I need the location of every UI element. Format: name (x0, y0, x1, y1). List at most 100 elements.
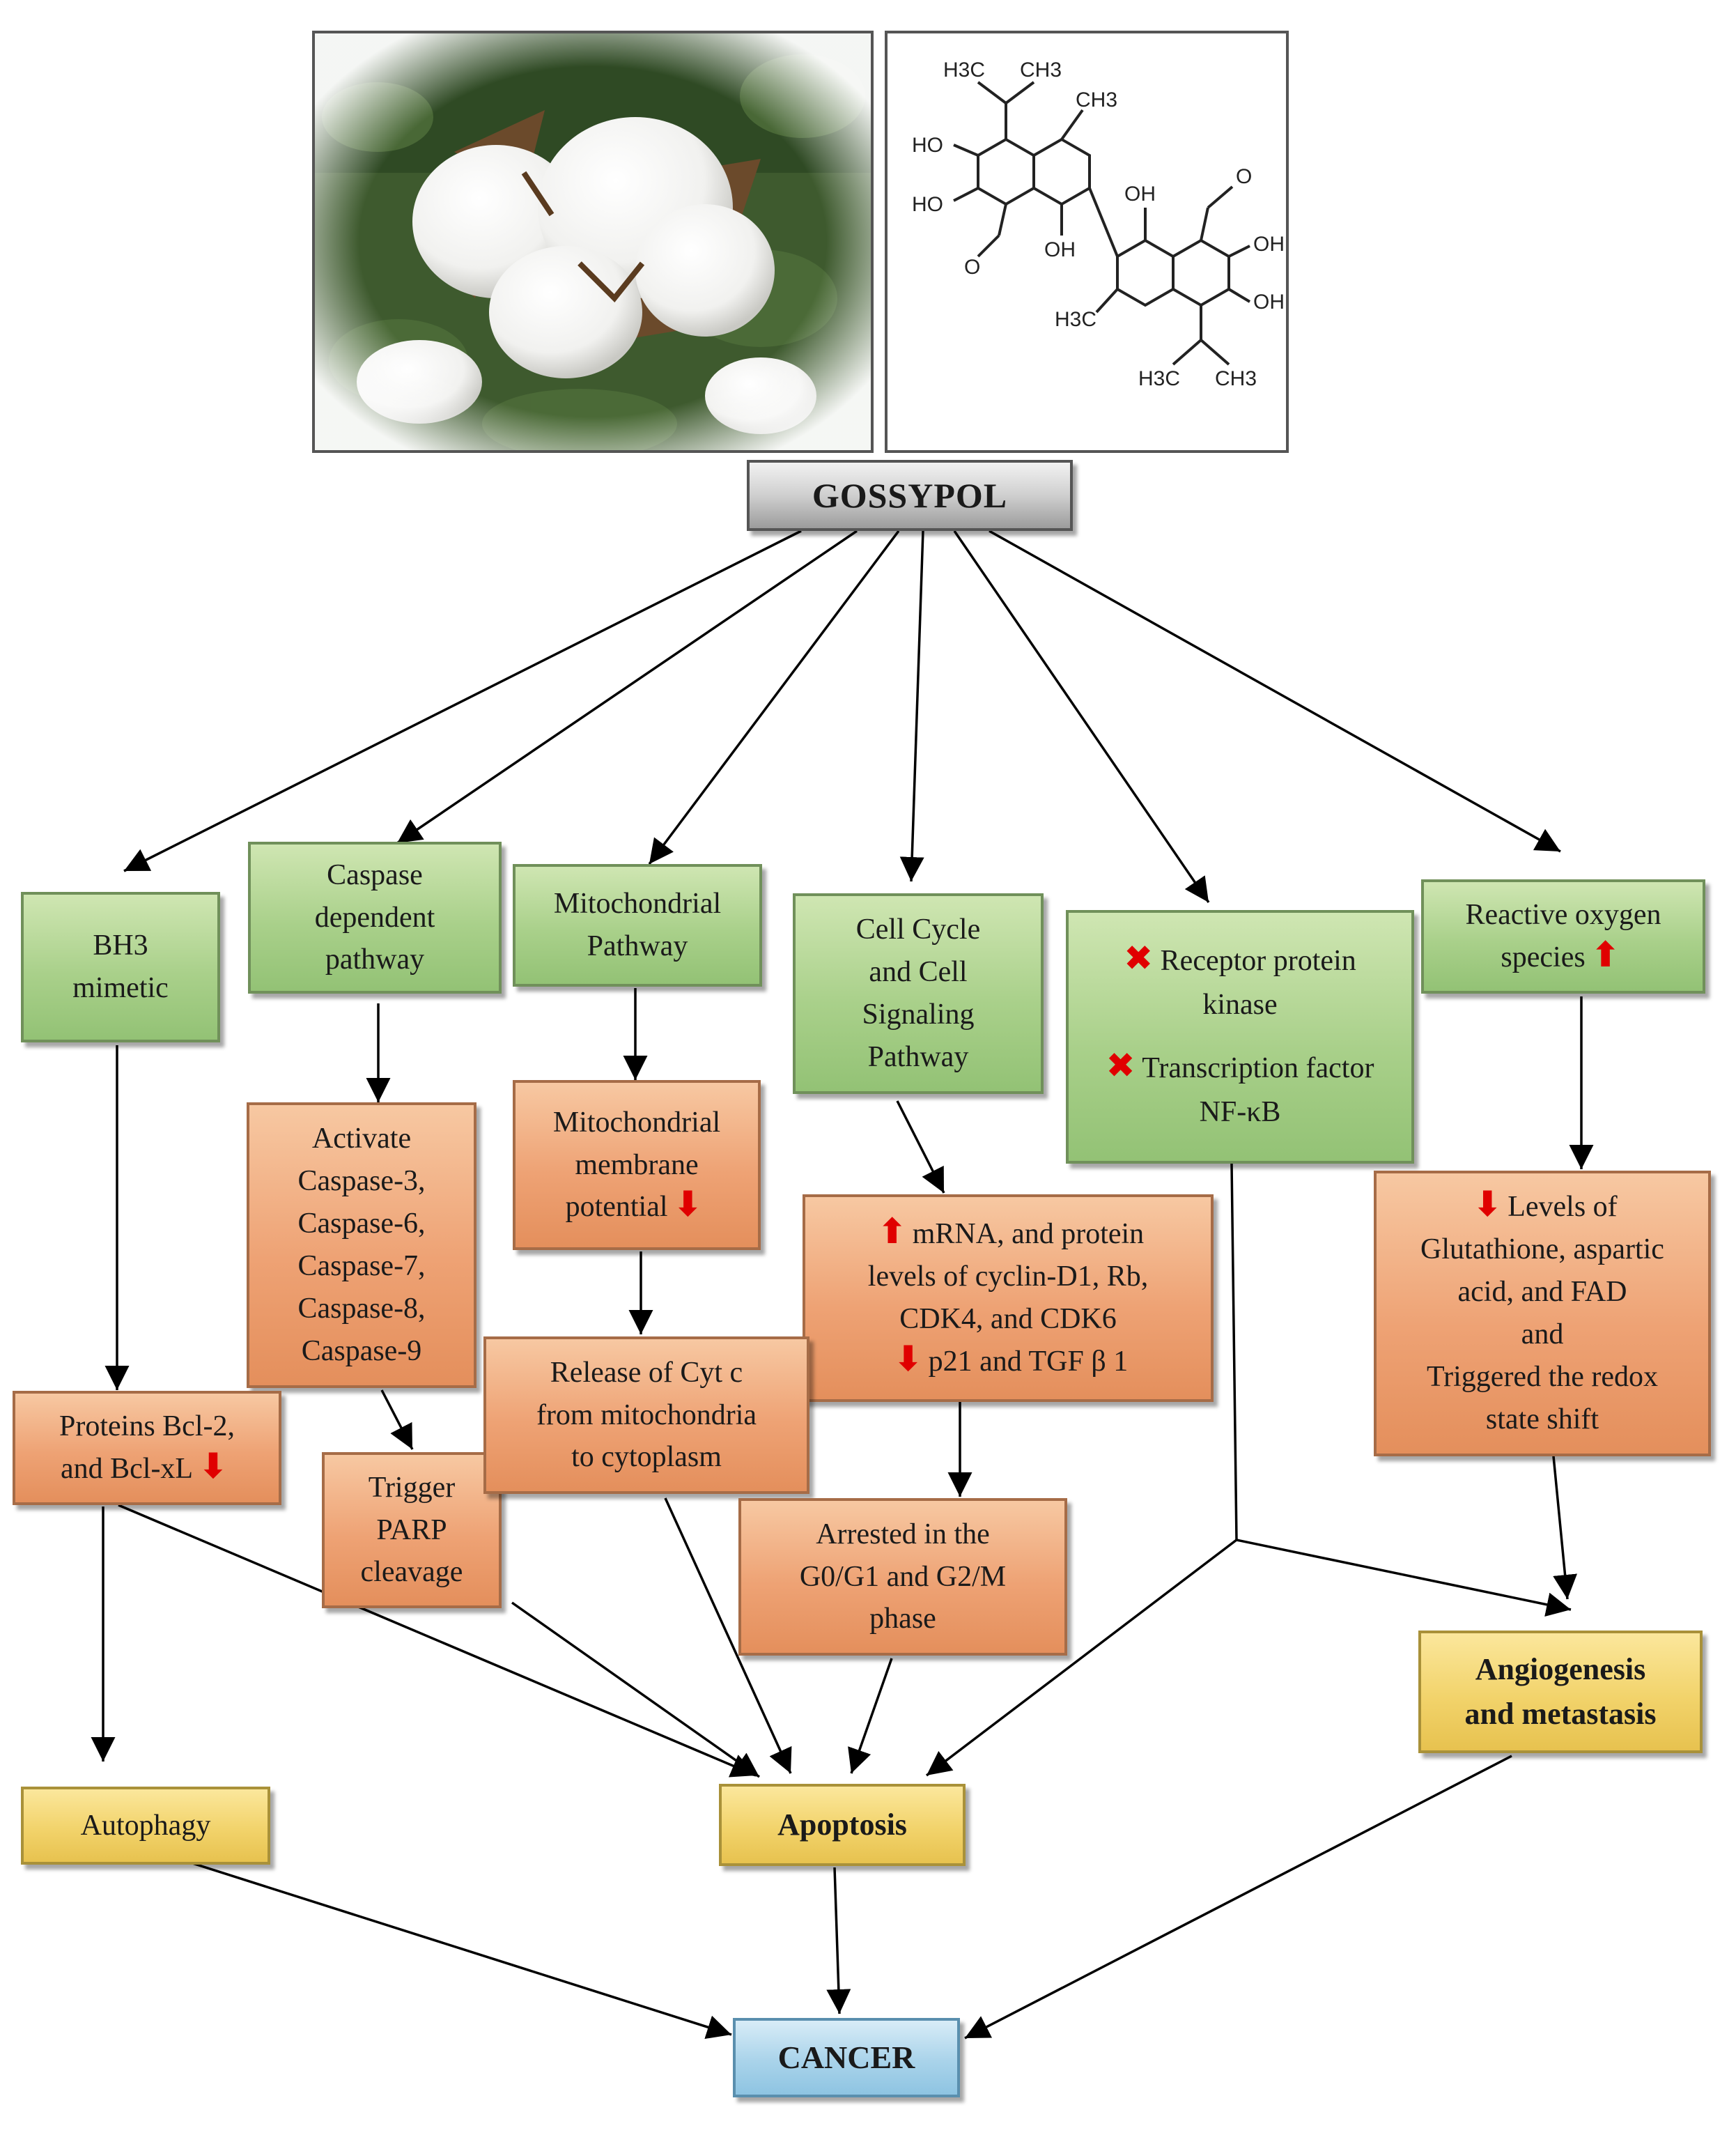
cytc-line-2: from mitochondria (536, 1398, 757, 1431)
parp-cleavage-box: Trigger PARP cleavage (322, 1452, 502, 1608)
autophagy-label: Autophagy (80, 1809, 211, 1842)
label-ho-1: HO (912, 134, 943, 157)
arrow-receptor-angio (1236, 1539, 1572, 1617)
arrow-gossypol-bh3 (123, 530, 802, 872)
activate-line-6: Caspase-9 (301, 1334, 422, 1367)
bh3-line-1: BH3 (93, 930, 148, 962)
mitochondrial-membrane-potential-box: Mitochondrial membrane potential⬇ (513, 1080, 761, 1250)
caspase-dep-line-1: Caspase (327, 858, 423, 891)
receptor-line-3: ✖ Transcription factor (1106, 1047, 1374, 1090)
arrow-glutathione-angio (1552, 1456, 1578, 1600)
mito-pathway-line-2: Pathway (587, 930, 688, 962)
receptor-line-4: NF-κB (1199, 1096, 1281, 1128)
red-cross-icon: ✖ (1124, 938, 1154, 978)
ros-species-text: species (1501, 941, 1586, 973)
mrna-line-1: ⬆mRNA, and protein (872, 1213, 1144, 1256)
gossypol-box: GOSSYPOL (747, 460, 1073, 531)
arrested-line-1: Arrested in the (816, 1518, 990, 1550)
cytc-line-1: Release of Cyt c (550, 1356, 743, 1389)
bcl-line-2: and Bcl-xL⬇ (61, 1448, 233, 1490)
cell-cycle-line-1: Cell Cycle (855, 914, 981, 946)
label-oh-right-2: OH (1253, 291, 1285, 314)
label-o-aldehyde-left: O (964, 256, 980, 279)
receptor-line-1: ✖ Receptor protein (1124, 939, 1356, 983)
cell-cycle-signaling-box: Cell Cycle and Cell Signaling Pathway (793, 893, 1044, 1094)
arrow-apoptosis-cancer (826, 1867, 851, 2014)
arrow-gossypol-caspase (396, 530, 858, 845)
arrow-bcl-apoptosis (118, 1504, 757, 1778)
arrow-gossypol-ros (989, 530, 1561, 853)
red-up-arrow-icon: ⬆ (877, 1211, 907, 1252)
parp-line-3: cleavage (360, 1556, 463, 1589)
gluta-line-2: Glutathione, aspartic (1420, 1233, 1664, 1266)
cancer-box: CANCER (733, 2018, 960, 2097)
bcl-proteins-box: Proteins Bcl-2, and Bcl-xL⬇ (13, 1391, 281, 1505)
membrane-potential-text: potential (565, 1191, 668, 1224)
arrow-gossypol-receptor (953, 530, 1210, 903)
red-down-arrow-icon: ⬇ (1473, 1184, 1503, 1225)
label-h3c-top: H3C (943, 59, 985, 82)
apoptosis-box: Apoptosis (719, 1784, 966, 1866)
parp-line-1: Trigger (368, 1471, 456, 1504)
receptor-kinase-text: Receptor protein (1160, 945, 1356, 977)
activate-line-3: Caspase-6, (297, 1208, 426, 1240)
arrested-line-3: phase (869, 1603, 936, 1635)
activate-line-4: Caspase-7, (297, 1250, 426, 1282)
cancer-label: CANCER (777, 2039, 915, 2075)
cytc-line-3: to cytoplasm (571, 1441, 722, 1474)
glutathione-redox-box: ⬇Levels of Glutathione, aspartic acid, a… (1374, 1171, 1711, 1456)
cell-cycle-line-4: Pathway (867, 1040, 969, 1073)
gluta-line-6: state shift (1485, 1403, 1599, 1435)
ros-line-2: species⬆ (1501, 937, 1625, 979)
mito-pathway-line-1: Mitochondrial (553, 888, 722, 920)
red-down-arrow-icon: ⬇ (893, 1338, 923, 1379)
arrow-autophagy-cancer (187, 1860, 732, 2040)
cell-cycle-line-3: Signaling (862, 999, 975, 1031)
arrow-receptor-apoptosis (925, 1539, 1238, 1777)
red-cross-icon: ✖ (1106, 1045, 1136, 1086)
bcl-xl-text: and Bcl-xL (60, 1453, 194, 1485)
mitochondrial-pathway-box: Mitochondrial Pathway (513, 864, 762, 987)
gluta-line-1: ⬇Levels of (1467, 1186, 1617, 1228)
apoptosis-label: Apoptosis (777, 1808, 907, 1842)
line-receptor-down (1230, 1163, 1238, 1541)
mrna-line-4: ⬇p21 and TGF β 1 (888, 1341, 1129, 1383)
activate-line-1: Activate (311, 1123, 412, 1155)
arrow-cytc-apoptosis (664, 1497, 792, 1774)
ros-line-1: Reactive oxygen (1465, 899, 1661, 932)
membrane-line-1: Mitochondrial (552, 1106, 721, 1139)
caspase-dep-line-2: dependent (314, 901, 435, 934)
angiogenesis-metastasis-box: Angiogenesis and metastasis (1418, 1631, 1703, 1753)
label-oh-right-1: OH (1253, 233, 1285, 256)
cell-cycle-line-2: and Cell (869, 956, 968, 989)
mrna-text: mRNA, and protein (912, 1218, 1145, 1251)
chemical-structure-drawing: H3C CH3 HO HO CH3 OH O O OH OH OH H3C H3… (912, 59, 1285, 390)
arrow-cellcycle-mrna (896, 1100, 945, 1194)
arrested-line-2: G0/G1 and G2/M (799, 1560, 1007, 1593)
red-down-arrow-icon: ⬇ (199, 1446, 228, 1486)
arrow-arrested-apoptosis (848, 1658, 893, 1774)
gluta-line-5: Triggered the redox (1426, 1360, 1659, 1393)
cell-cycle-arrest-box: Arrested in the G0/G1 and G2/M phase (738, 1498, 1067, 1656)
cyt-c-release-box: Release of Cyt c from mitochondria to cy… (483, 1336, 809, 1494)
gossypol-structure-image: H3C CH3 HO HO CH3 OH O O OH OH OH H3C H3… (885, 31, 1289, 453)
activate-caspases-box: Activate Caspase-3, Caspase-6, Caspase-7… (247, 1102, 476, 1388)
gossypol-label: GOSSYPOL (812, 475, 1008, 515)
arrow-angio-cancer (964, 1755, 1512, 2040)
activate-line-2: Caspase-3, (297, 1165, 426, 1198)
membrane-line-3: potential⬇ (566, 1186, 708, 1228)
label-ch3-top: CH3 (1020, 59, 1062, 82)
red-up-arrow-icon: ⬆ (1590, 934, 1620, 975)
arrow-activate-parp (380, 1389, 414, 1450)
gluta-line-4: and (1521, 1318, 1564, 1350)
mrna-line-3: CDK4, and CDK6 (899, 1303, 1117, 1335)
label-oh-low: OH (1044, 238, 1076, 261)
angio-line-2: and metastasis (1464, 1697, 1657, 1731)
levels-of-text: Levels of (1508, 1191, 1618, 1224)
bh3-line-2: mimetic (72, 972, 169, 1004)
label-ch3-mid: CH3 (1076, 88, 1117, 111)
arrow-gossypol-mito (648, 530, 900, 865)
cotton-illustration (315, 33, 871, 458)
caspase-dependent-pathway-box: Caspase dependent pathway (248, 842, 502, 994)
